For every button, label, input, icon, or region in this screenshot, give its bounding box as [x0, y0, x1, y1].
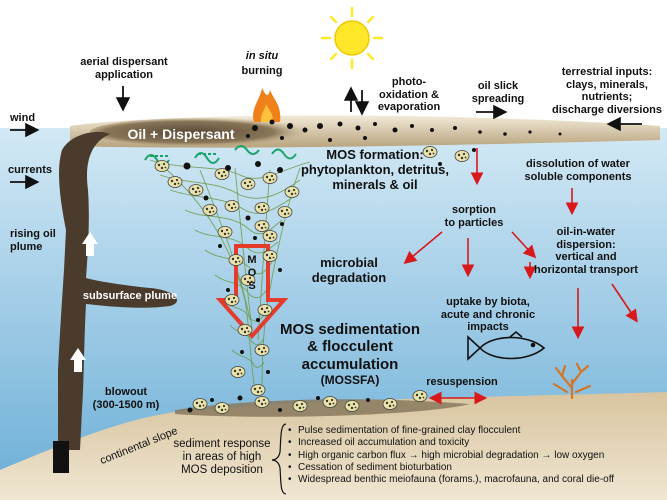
rising-plume-label: rising oil plume	[10, 228, 56, 253]
sun-icon	[320, 6, 384, 70]
terrestrial-inputs-label: terrestrial inputs: clays, minerals, nut…	[551, 66, 663, 116]
photo-oxidation-label: photo- oxidation & evaporation	[377, 76, 441, 114]
uptake-label: uptake by biota, acute and chronic impac…	[440, 296, 536, 334]
effects-bracket	[271, 423, 287, 495]
list-item: Pulse sedimentation of fine-grained clay…	[288, 425, 614, 438]
subsurface-plume-label: subsurface plume	[82, 290, 178, 302]
burning-label: burning	[241, 65, 283, 77]
wellhead-icon	[53, 441, 69, 473]
currents-label: currents	[8, 164, 53, 176]
oil-in-water-label: oil-in-water dispersion: vertical and ho…	[534, 226, 638, 276]
resuspension-label: resuspension	[426, 376, 498, 388]
sediment-response-label: sediment response in areas of high MOS d…	[173, 438, 271, 477]
list-item: High organic carbon flux → high microbia…	[288, 450, 614, 463]
list-item: Increased oil accumulation and toxicity	[288, 437, 614, 450]
dissolution-label: dissolution of water soluble components	[524, 158, 632, 183]
oil-droplets	[183, 119, 562, 413]
wind-label: wind	[10, 112, 36, 124]
up-arrow-icon	[70, 348, 86, 372]
blowout-label: blowout (300-1500 m)	[92, 386, 160, 411]
sorption-label: sorption to particles	[444, 204, 504, 229]
oil-slick-label: oil slick spreading	[471, 80, 525, 105]
horizontal-transport-arrow	[611, 283, 638, 323]
mos-sedimentation-label: MOS sedimentation & flocculent accumulat…	[279, 321, 421, 373]
mos-formation-label: MOS formation: phytoplankton, detritus, …	[300, 147, 450, 192]
sediment-effects-list: Pulse sedimentation of fine-grained clay…	[288, 425, 614, 487]
fish-icon	[467, 330, 546, 361]
oil-dispersant-label: Oil + Dispersant	[127, 126, 235, 142]
mos-arrow-label: M O S	[247, 254, 257, 292]
microbial-degradation-label: microbial degradation	[311, 255, 387, 285]
aerial-dispersant-label: aerial dispersant application	[80, 56, 168, 81]
list-item: Cessation of sediment bioturbation	[288, 462, 614, 475]
list-item: Widespread benthic meiofauna (forams.), …	[288, 474, 614, 487]
oil-plume	[58, 131, 178, 451]
coral-icon	[552, 362, 592, 400]
dispersion-arrow	[511, 231, 537, 259]
in-situ-label: in situ	[245, 50, 279, 62]
mossfa-label: (MOSSFA)	[320, 373, 380, 387]
microbial-arrow	[403, 231, 443, 265]
flame-icon	[253, 88, 281, 122]
up-arrow-icon	[82, 232, 98, 256]
